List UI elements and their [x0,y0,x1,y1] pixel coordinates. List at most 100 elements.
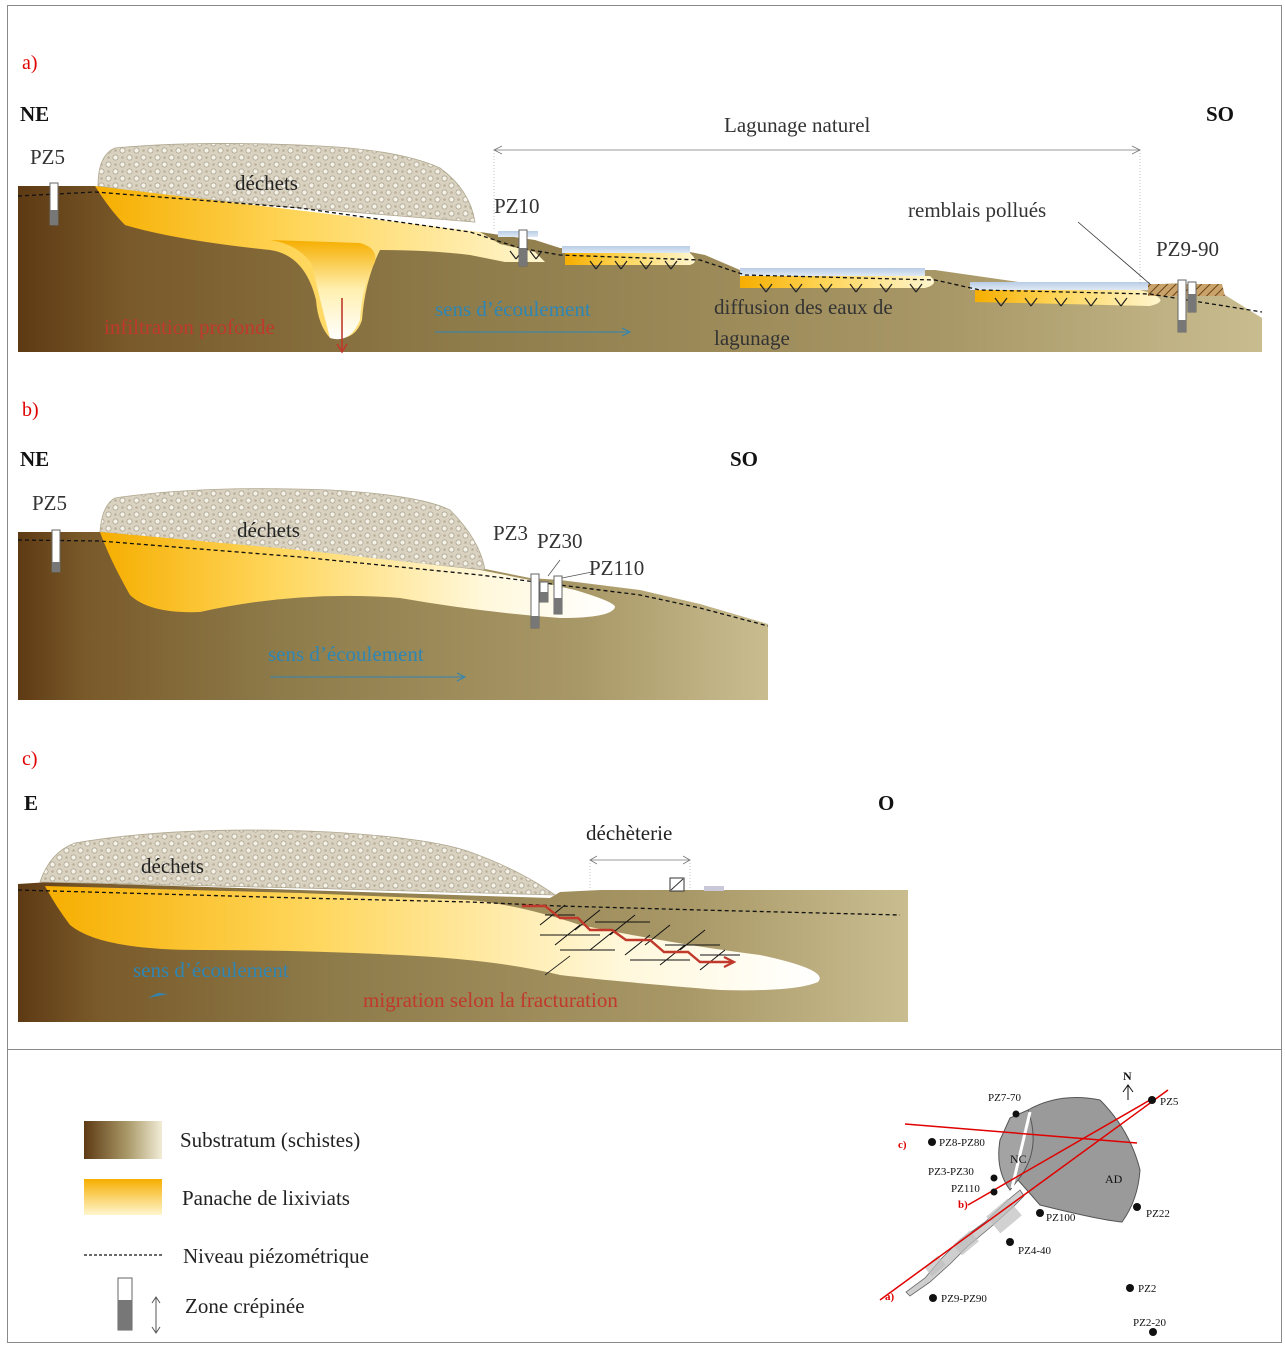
fracture-line [574,909,601,931]
diffusion-label-line1: diffusion des eaux de [714,295,893,319]
lagoon-3-plume [975,290,1161,306]
map-lagoon-2 [953,1230,979,1256]
migration-leader [544,955,571,976]
north-arrow-icon [1122,1084,1134,1093]
flow-label-c: sens d’écoulement [133,958,289,982]
point-pz4-40 [1006,1238,1014,1246]
legend: Substratum (schistes) Panache de lixivia… [84,1121,369,1334]
infiltration-tick [614,260,628,270]
deep-infiltration-label: infiltration profonde [104,315,275,339]
legend-piezo-label: Niveau piézométrique [183,1244,369,1268]
infiltration-tick [664,260,678,270]
panel-b-label: b) [22,399,39,421]
well-label-pz5-b: PZ5 [32,491,67,515]
map-pz7-70-label: PZ7-70 [988,1092,1022,1104]
piezo-line-a [17,191,1263,313]
dir-ne-b: NE [20,447,49,471]
well-label-pz5-a: PZ5 [30,145,65,169]
migration-path [522,904,732,964]
lagoon-1-plume [565,253,695,265]
map-pz2-label: PZ2 [1138,1283,1156,1295]
fracture-line [699,949,726,971]
section-line-c [904,1123,1138,1144]
infiltration-tick [879,283,893,293]
map-lagoon-3 [924,1255,946,1277]
backfill-leader [1077,221,1151,285]
legend-plume-label: Panache de lixiviats [182,1186,350,1210]
map-section-a-label: a) [885,1291,895,1303]
piezo-line-c [17,889,901,916]
wells-pz3-pz30-pz110-b [530,573,563,629]
panel-a: a) NE SO déchets Lagunage naturel rembla… [17,52,1263,354]
fracture-line [644,924,671,946]
point-pz2-20 [1149,1328,1157,1336]
fracture-line [624,934,651,956]
waste-label-a: déchets [235,171,298,195]
point-pz110 [990,1188,998,1196]
panel-b: b) NE SO déchets PZ5 PZ3 PZ30 PZ110 sens… [17,399,769,700]
infiltration-tick [819,283,833,293]
dir-so-a: SO [1206,102,1234,126]
point-pz3-pz30 [990,1174,998,1182]
well-label-pz9-90-a: PZ9-90 [1156,237,1219,261]
well-label-pz30-b: PZ30 [537,529,583,553]
map-pz9-pz90-label: PZ9-PZ90 [941,1293,987,1305]
map-pz3-pz30-label: PZ3-PZ30 [928,1166,974,1178]
zone-gap [1010,1111,1032,1189]
point-pz2 [1126,1284,1134,1292]
legend-plume-swatch [84,1179,162,1215]
map-section-c-label: c) [898,1139,907,1151]
map-pz110-label: PZ110 [951,1183,980,1195]
flow-arrow-a-head [621,327,632,337]
well-pz5-b [51,529,61,573]
panel-a-label: a) [22,52,38,74]
dir-o-c: O [878,791,894,815]
section-line-b [967,1099,1151,1206]
infiltration-tick [1084,297,1098,307]
map-pz8-pz80-label: PZ8-PZ80 [939,1137,985,1149]
map-pz2-20-label: PZ2-20 [1133,1317,1167,1329]
legend-substratum-label: Substratum (schistes) [180,1128,360,1152]
waste-c [39,829,557,896]
point-pz8-pz80 [928,1138,936,1146]
dir-so-b: SO [730,447,758,471]
well-label-pz10-a: PZ10 [494,194,540,218]
fracture-line [589,929,616,951]
infiltration-tick [1024,297,1038,307]
infiltration-tick [909,283,923,293]
piezo-line-b [17,539,769,627]
flow-arrow-c [148,993,168,998]
point-pz22 [1133,1203,1141,1211]
site-map: N NC AD a) b) c) PZ5 PZ7-70 PZ8-PZ80 PZ3… [879,1069,1179,1336]
well-pz5-a [49,182,59,226]
north-label: N [1123,1069,1132,1083]
well-pz10-a [518,229,528,267]
point-pz100 [1036,1209,1044,1217]
infiltration-tick [1054,297,1068,307]
facility-bin-stripe [670,878,684,891]
outer-frame [7,5,1282,1343]
waste-label-b: déchets [237,518,300,542]
infiltration-tick [639,260,653,270]
facility-slab [704,886,724,891]
legend-screen-label: Zone crépinée [185,1294,305,1318]
legend-screen-fill [118,1300,132,1330]
migration-arrow-head [723,956,737,968]
flow-arrow-b-head [456,672,467,682]
pz30-leader [547,559,561,577]
waste-a [97,143,476,223]
plume-c [45,886,820,991]
fracture-line [659,944,686,966]
plume-b [100,532,615,618]
map-pz22-label: PZ22 [1146,1208,1170,1220]
infiltration-tick [759,283,773,293]
point-pz5 [1148,1096,1156,1104]
pz110-leader [561,571,593,579]
legend-substratum-swatch [84,1121,162,1159]
migration-label: migration selon la fracturation [363,988,618,1012]
map-pz4-40-label: PZ4-40 [1018,1245,1052,1257]
legend-screen-arrow-heads [151,1296,161,1334]
well-label-pz3-b: PZ3 [493,521,528,545]
